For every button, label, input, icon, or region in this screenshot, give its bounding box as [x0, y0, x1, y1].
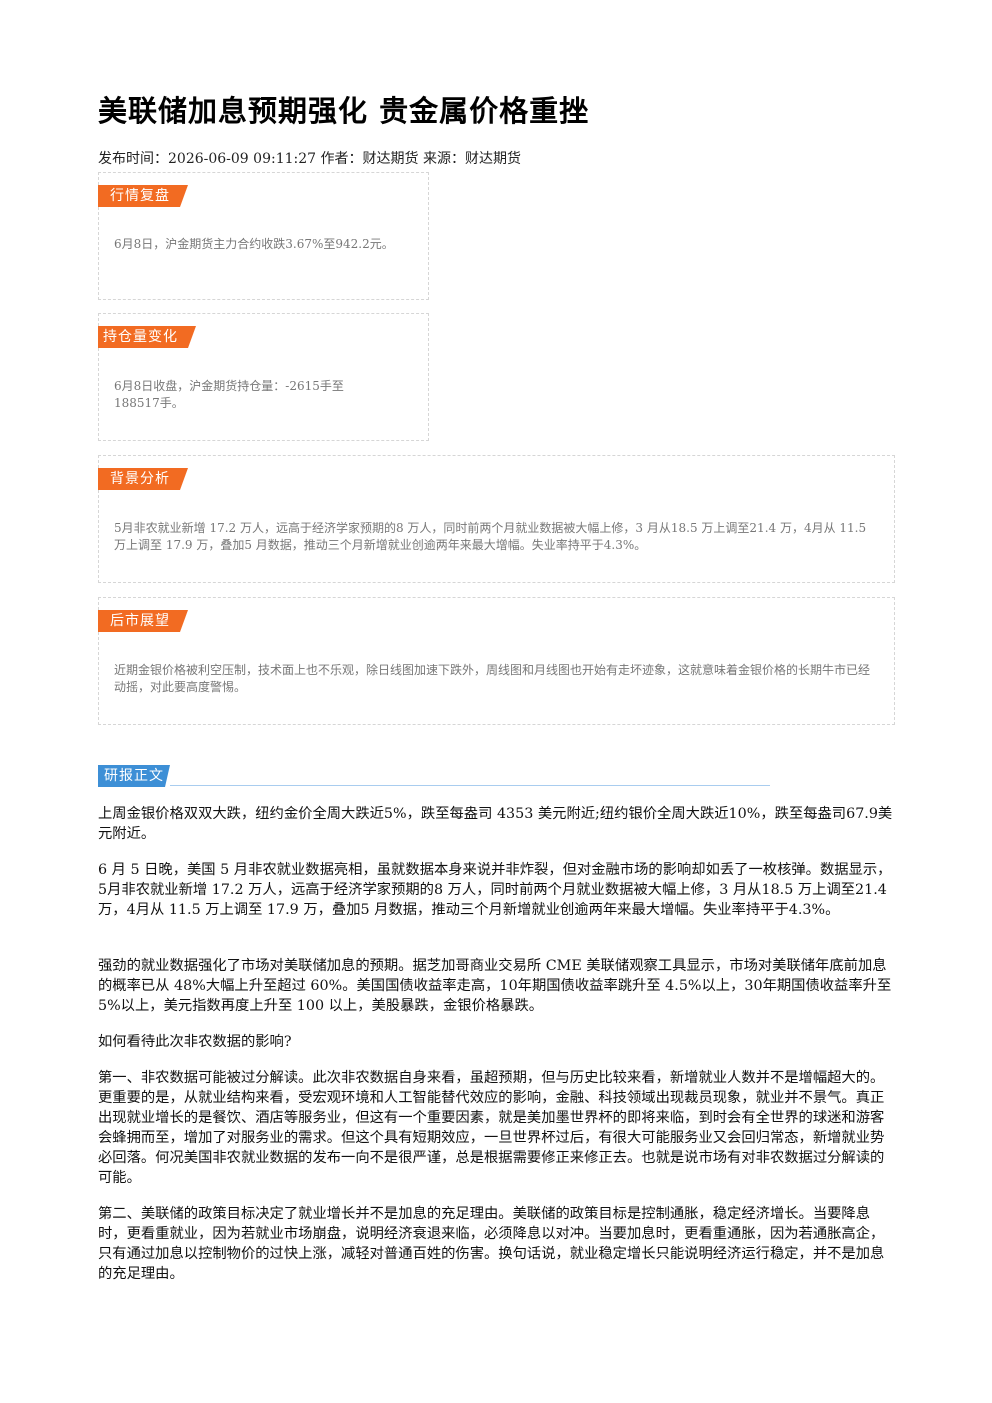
section-text-position: 6月8日收盘，沪金期货持仓量：-2615手至188517手。: [114, 379, 344, 410]
report-paragraph-3: 强劲的就业数据强化了市场对美联储加息的预期。据芝加哥商业交易所 CME 美联储观…: [98, 958, 892, 1014]
report-paragraph-1: 上周金银价格双双大跌，纽约金价全周大跌近5%，跌至每盎司 4353 美元附近;纽…: [98, 806, 893, 842]
section-background: 背景分析 5月非农就业新增 17.2 万人，远高于经济学家预期的8 万人，同时前…: [98, 455, 895, 583]
report-tag: 研报正文: [98, 765, 170, 787]
section-tag-outlook: 后市展望: [98, 610, 188, 632]
article-title: 美联储加息预期强化 贵金属价格重挫: [98, 94, 590, 128]
report-paragraph-4: 如何看待此次非农数据的影响?: [98, 1034, 292, 1050]
report-paragraph-6: 第二、美联储的政策目标决定了就业增长并不是加息的充足理由。美联储的政策目标是控制…: [98, 1206, 885, 1282]
section-tag-market: 行情复盘: [98, 185, 188, 207]
section-outlook: 后市展望 近期金银价格被利空压制，技术面上也不乐观，除日线图加速下跌外，周线图和…: [98, 597, 895, 725]
section-tag-background: 背景分析: [98, 468, 188, 490]
section-market: 行情复盘 6月8日，沪金期货主力合约收跌3.67%至942.2元。: [98, 172, 429, 300]
report-paragraph-5: 第一、非农数据可能被过分解读。此次非农数据自身来看，虽超预期，但与历史比较来看，…: [98, 1070, 885, 1186]
section-text-market: 6月8日，沪金期货主力合约收跌3.67%至942.2元。: [114, 237, 394, 251]
section-position: 持仓量变化 6月8日收盘，沪金期货持仓量：-2615手至188517手。: [98, 313, 429, 441]
section-text-background: 5月非农就业新增 17.2 万人，远高于经济学家预期的8 万人，同时前两个月就业…: [114, 521, 867, 552]
section-tag-position: 持仓量变化: [98, 326, 196, 348]
article-meta: 发布时间：2026-06-09 09:11:27 作者：财达期货 来源：财达期货: [98, 151, 521, 167]
report-paragraph-2: 6 月 5 日晚，美国 5 月非农就业数据亮相，虽就数据本身来说并非炸裂，但对金…: [98, 862, 892, 918]
section-text-outlook: 近期金银价格被利空压制，技术面上也不乐观，除日线图加速下跌外，周线图和月线图也开…: [114, 663, 871, 694]
report-divider: [170, 785, 770, 786]
